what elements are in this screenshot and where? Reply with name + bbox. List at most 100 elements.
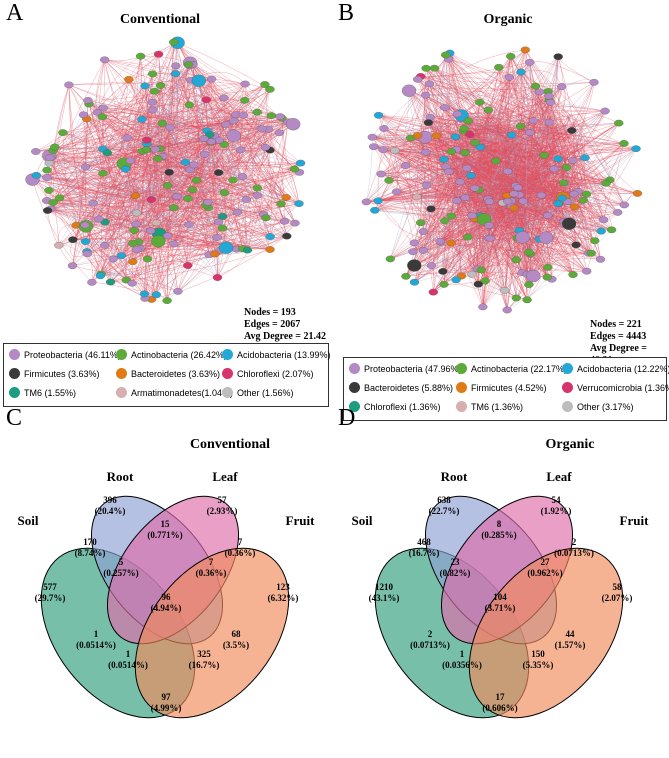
network-edge (372, 62, 530, 138)
network-edge (49, 162, 137, 225)
network-edge (173, 41, 269, 130)
network-edge (32, 179, 93, 283)
network-edge (35, 83, 246, 152)
network-node (413, 75, 423, 83)
legend-label: Acidobacteria (13.99%) (237, 349, 331, 360)
network-edge (100, 236, 271, 275)
network-edge (177, 42, 218, 278)
network-edge (86, 118, 208, 203)
network-node (586, 249, 596, 257)
network-node (212, 274, 223, 281)
network-edge (98, 121, 288, 220)
network-edge (414, 62, 531, 266)
network-node (524, 281, 534, 288)
network-edge (405, 123, 588, 166)
network-node (475, 98, 485, 106)
network-edge (451, 206, 540, 217)
network-node (416, 219, 426, 227)
network-node (438, 268, 448, 275)
network-node (418, 247, 429, 254)
network-edge (49, 155, 271, 250)
network-node (131, 220, 141, 228)
network-node (420, 91, 431, 99)
network-node (146, 196, 156, 203)
network-node (595, 255, 606, 263)
network-node (439, 155, 449, 163)
edges-count-b: Edges = 4443 (590, 331, 647, 342)
network-node (102, 149, 112, 157)
network-edge (97, 112, 134, 244)
network-node (370, 206, 380, 214)
network-edge (217, 149, 271, 278)
network-edge (451, 151, 542, 221)
network-edge (516, 161, 576, 260)
legend-item: Bacteroidetes (5.88%) (349, 382, 453, 393)
network-node (189, 161, 199, 169)
network-edge (83, 114, 238, 213)
network-edge (52, 85, 146, 203)
network-node (31, 148, 41, 155)
network-node (282, 232, 292, 240)
network-edge (487, 165, 595, 241)
venn-set-label: Fruit (620, 513, 650, 528)
network-node (525, 129, 535, 136)
network-node (429, 64, 440, 72)
legend-item: Acidobacteria (12.22%) (562, 363, 669, 374)
network-edge (219, 89, 271, 252)
network-edge (68, 82, 161, 86)
network-node (480, 277, 490, 285)
network-node (153, 50, 164, 58)
network-edge (173, 172, 300, 208)
venn-region-count: 123 (276, 582, 290, 592)
network-node (80, 238, 91, 245)
venn-region-percent: (16.7%) (189, 660, 220, 670)
network-node (553, 200, 563, 207)
network-node (557, 83, 567, 91)
network-node (122, 134, 132, 142)
legend-swatch (222, 349, 233, 360)
legend-item: Other (3.17%) (562, 401, 634, 412)
network-node (391, 188, 402, 196)
network-edge (233, 120, 285, 222)
network-edge (498, 67, 537, 154)
network-edge (468, 110, 606, 122)
network-edge (425, 129, 553, 153)
network-node (164, 168, 174, 176)
network-node (581, 190, 592, 198)
network-node (367, 133, 377, 141)
network-node (545, 98, 556, 106)
network-edge (366, 201, 560, 224)
network-node (407, 259, 422, 272)
venn-region-count: 396 (103, 495, 117, 505)
network-edge (36, 175, 101, 276)
venn-region-percent: (3.5%) (223, 640, 249, 650)
network-node (157, 119, 167, 127)
network-edge (453, 152, 466, 277)
venn-region-count: 2 (572, 537, 577, 547)
venn-set-label: Leaf (546, 469, 572, 484)
legend-item: Firmicutes (4.52%) (456, 382, 547, 393)
network-edge (525, 49, 571, 122)
network-node (421, 64, 431, 72)
network-edge (451, 151, 501, 189)
network-node (361, 198, 371, 206)
network-edge (130, 144, 225, 162)
avg-degree-a: Avg Degree = 21.42 (244, 331, 326, 342)
legend-label: TM6 (1.36%) (471, 401, 524, 412)
network-edge (59, 195, 136, 199)
legend-swatch (349, 401, 360, 412)
network-node (373, 197, 383, 205)
venn-region-percent: (6.32%) (268, 593, 299, 603)
panel-title-c: Conventional (189, 437, 271, 452)
network-node (400, 162, 411, 169)
network-node (183, 61, 194, 68)
network-edge (509, 77, 555, 173)
network-node (467, 270, 477, 278)
network-node (491, 157, 501, 165)
venn-region-count: 1 (94, 629, 99, 639)
network-edge (372, 130, 586, 145)
network-node (528, 117, 539, 125)
network-node (42, 166, 52, 174)
network-node (473, 280, 483, 288)
venn-region-percent: (0.0356%) (442, 660, 482, 670)
